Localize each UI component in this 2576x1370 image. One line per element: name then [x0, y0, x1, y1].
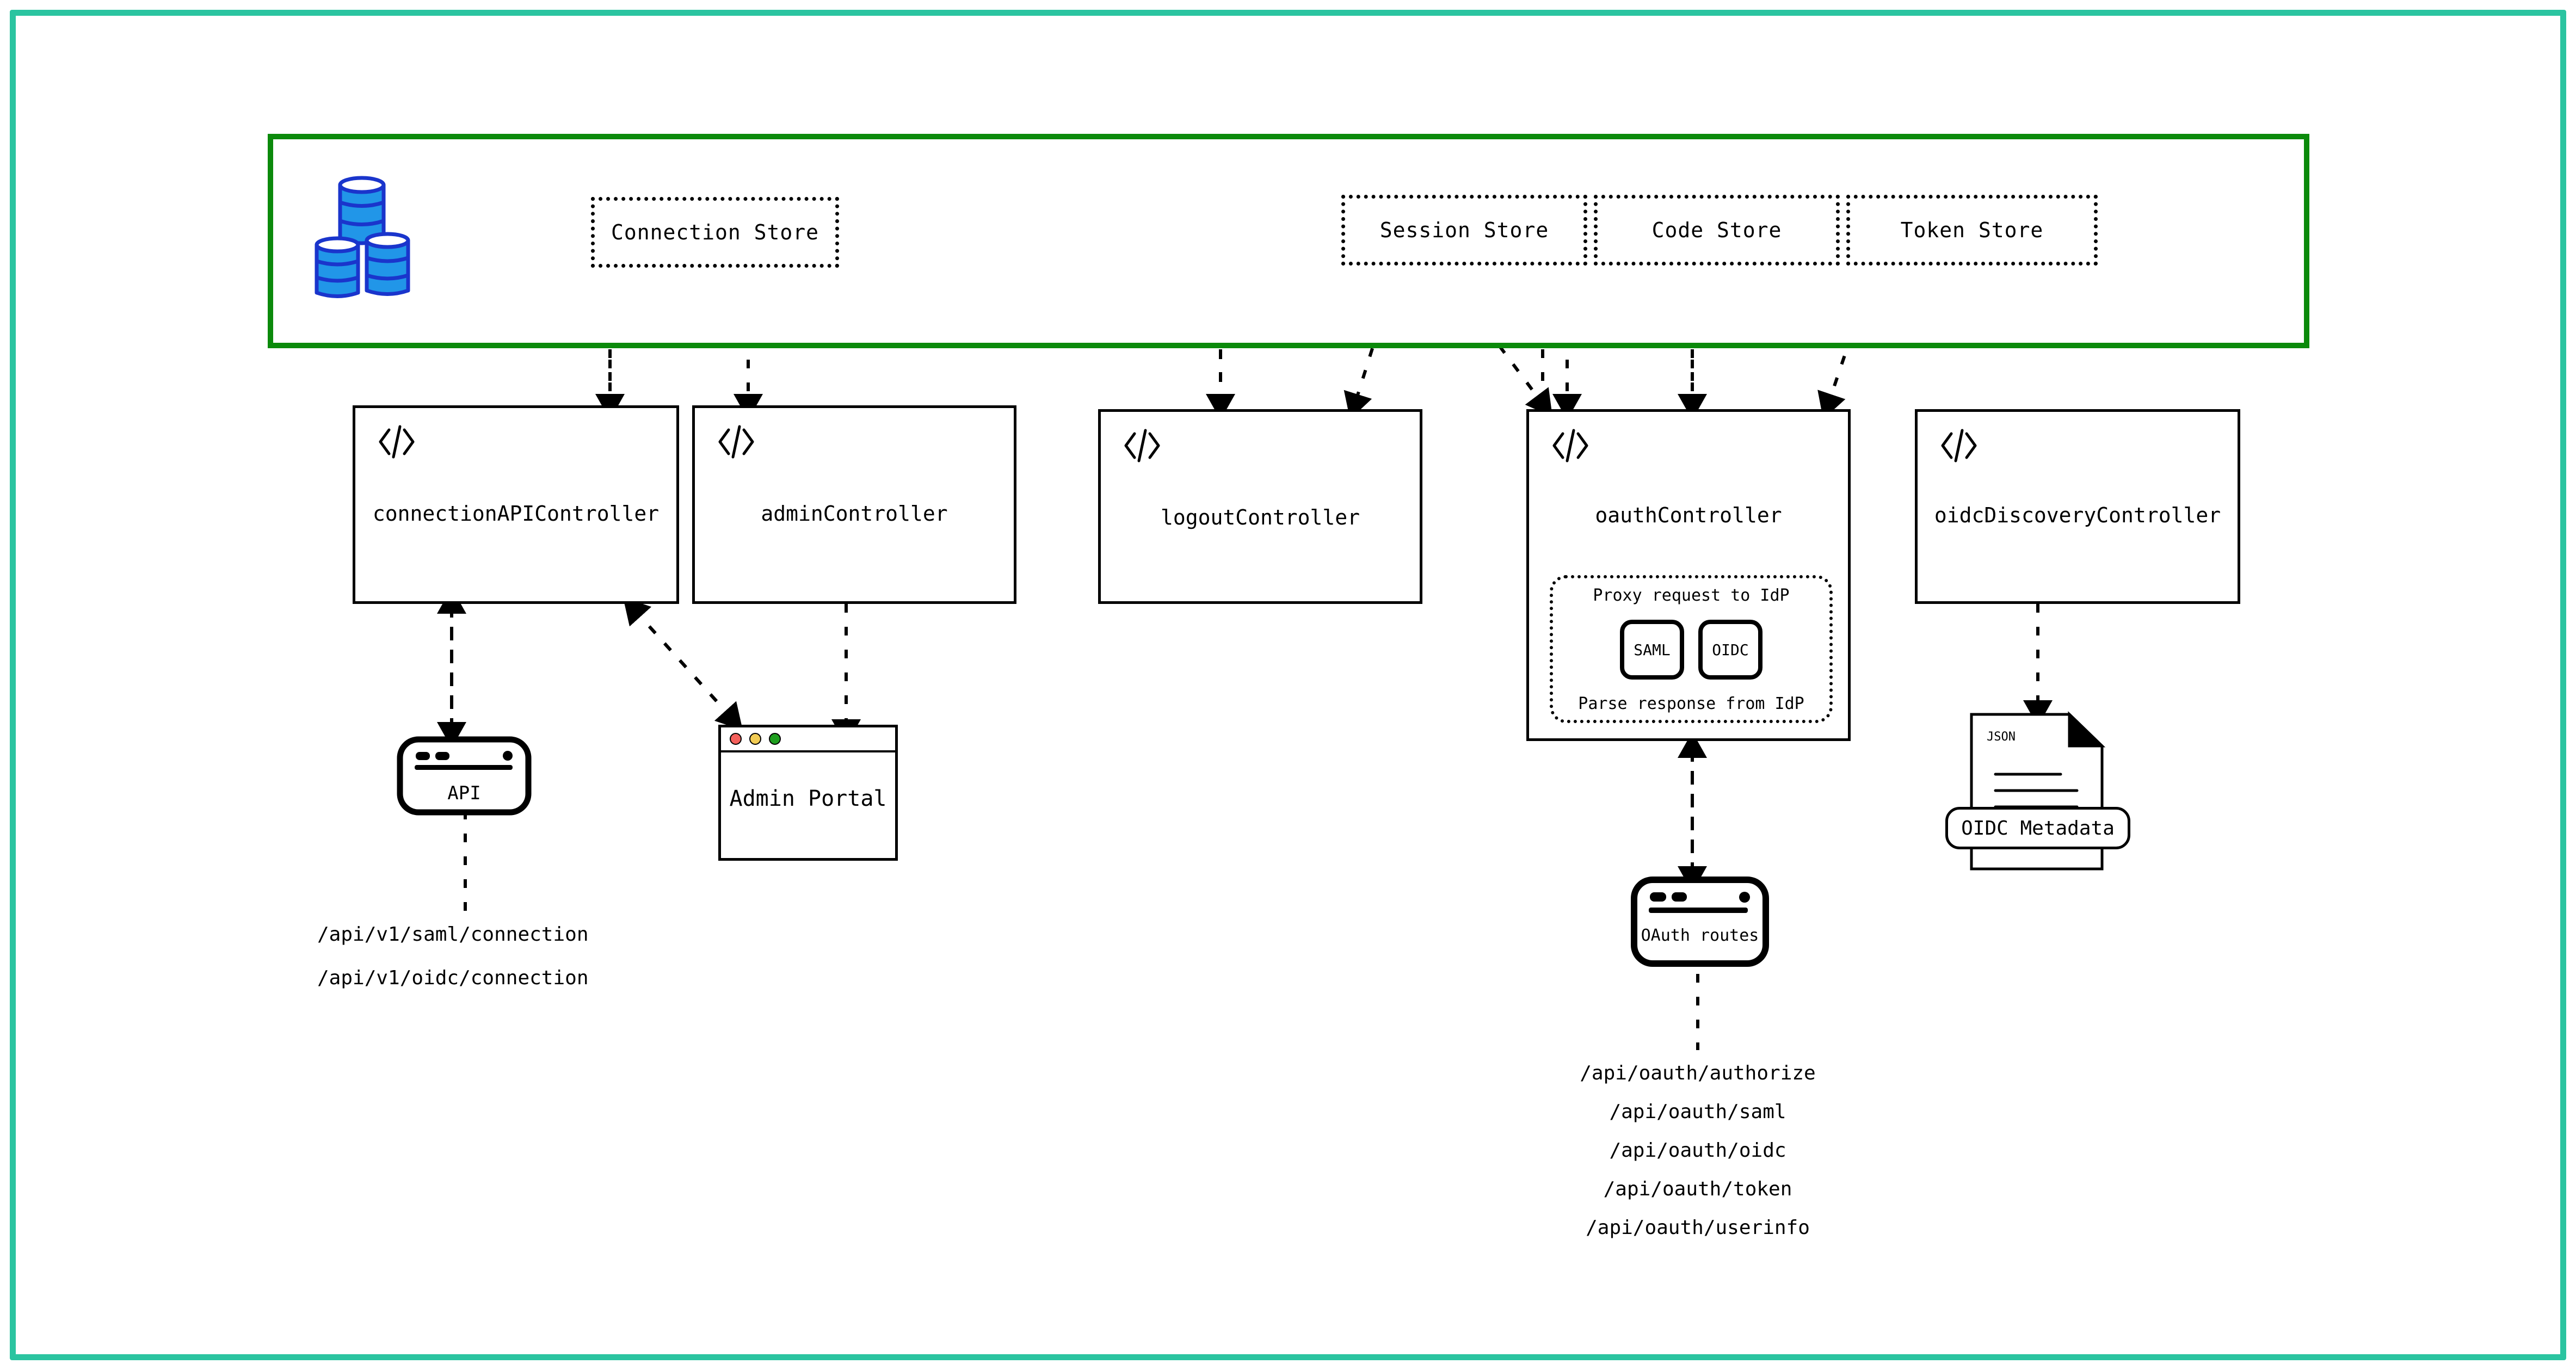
- oauth-route-list: /api/oauth/authorize /api/oauth/saml /ap…: [1469, 1064, 1926, 1238]
- controller-label: oauthController: [1595, 503, 1782, 527]
- controller-logoutcontroller[interactable]: logoutController: [1098, 409, 1422, 604]
- admin-portal-label: Admin Portal: [729, 786, 887, 811]
- oauth-routes-label: OAuth routes: [1641, 926, 1759, 945]
- controller-oauthcontroller[interactable]: oauthController Proxy request to IdP SAM…: [1526, 409, 1851, 741]
- connection-api-route-list: /api/v1/saml/connection /api/v1/oidc/con…: [317, 925, 698, 988]
- code-store-label: Code Store: [1651, 218, 1782, 242]
- oauth-routes-window-icon[interactable]: OAuth routes: [1630, 876, 1770, 967]
- controller-label: connectionAPIController: [372, 502, 660, 526]
- oidc-metadata-document-icon[interactable]: JSON OIDC Metadata: [1945, 710, 2130, 873]
- route-item: /api/oauth/saml: [1609, 1101, 1786, 1123]
- code-store-box[interactable]: Code Store: [1594, 195, 1840, 266]
- idp-parse-bottom-text: Parse response from IdP: [1578, 694, 1804, 713]
- protocol-row: SAML OIDC: [1620, 620, 1762, 680]
- protocol-saml-box[interactable]: SAML: [1620, 620, 1684, 680]
- traffic-light-yellow-dot: [749, 733, 761, 745]
- admin-portal-browser[interactable]: Admin Portal: [718, 725, 898, 861]
- code-icon: [1124, 429, 1160, 462]
- route-item: /api/v1/saml/connection: [317, 923, 589, 946]
- token-store-box[interactable]: Token Store: [1846, 195, 2098, 266]
- controller-label: adminController: [761, 502, 948, 526]
- oidc-metadata-pill: OIDC Metadata: [1945, 807, 2130, 849]
- session-store-label: Session Store: [1379, 218, 1549, 242]
- connection-store-box[interactable]: Connection Store: [591, 197, 839, 268]
- traffic-light-red-dot: [730, 733, 742, 745]
- controller-label: logoutController: [1160, 505, 1360, 529]
- route-item: /api/oauth/userinfo: [1586, 1217, 1810, 1239]
- idp-proxy-panel: Proxy request to IdP SAML OIDC Parse res…: [1550, 575, 1833, 723]
- session-store-box[interactable]: Session Store: [1341, 195, 1587, 266]
- database-stack-icon: [310, 169, 435, 301]
- controller-oidcdiscoverycontroller[interactable]: oidcDiscoveryController: [1915, 409, 2240, 604]
- controller-connectionapicontroller[interactable]: connectionAPIController: [353, 405, 679, 604]
- controller-admincontroller[interactable]: adminController: [692, 405, 1016, 604]
- token-store-label: Token Store: [1900, 218, 2044, 242]
- code-icon: [379, 425, 415, 459]
- api-window-label: API: [447, 782, 481, 804]
- traffic-light-green-dot: [769, 733, 781, 745]
- api-window-icon[interactable]: API: [396, 736, 532, 816]
- code-icon: [1941, 429, 1977, 462]
- route-item: /api/oauth/oidc: [1609, 1139, 1786, 1162]
- route-item: /api/v1/oidc/connection: [317, 967, 589, 989]
- code-icon: [1552, 429, 1588, 462]
- idp-proxy-top-text: Proxy request to IdP: [1593, 586, 1790, 605]
- controller-label: oidcDiscoveryController: [1934, 503, 2221, 527]
- code-icon: [718, 425, 754, 459]
- route-item: /api/oauth/token: [1603, 1178, 1792, 1200]
- connection-store-label: Connection Store: [611, 220, 819, 244]
- json-badge-text: JSON: [1987, 730, 2016, 744]
- browser-title-bar: [721, 727, 895, 752]
- protocol-oidc-box[interactable]: OIDC: [1698, 620, 1762, 680]
- route-item: /api/oauth/authorize: [1580, 1062, 1816, 1084]
